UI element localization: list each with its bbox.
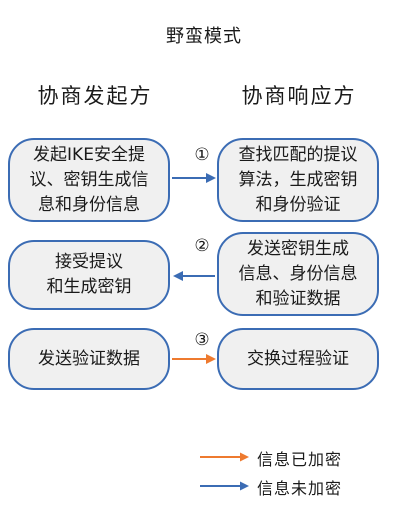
responder-header: 协商响应方 <box>241 84 357 108</box>
step-2-arrow <box>173 271 215 281</box>
step-3-number: ③ <box>194 330 210 350</box>
diagram-title: 野蛮模式 <box>166 26 242 47</box>
step-1-initiator-box: 发起IKE安全提 议、密钥生成信 息和身份信息 <box>8 138 170 222</box>
step-2-responder-box: 发送密钥生成 信息、身份信息 和验证数据 <box>217 232 379 316</box>
legend-unencrypted-arrow <box>200 481 249 491</box>
legend-unencrypted-label: 信息未加密 <box>257 479 343 498</box>
initiator-header: 协商发起方 <box>37 84 153 108</box>
step-2-initiator-box: 接受提议 和生成密钥 <box>8 240 170 310</box>
step-1-responder-box: 查找匹配的提议 算法，生成密钥 和身份验证 <box>217 138 379 222</box>
step-3-arrow <box>172 354 216 364</box>
step-2-number: ② <box>194 236 210 256</box>
legend-encrypted-arrow <box>200 452 249 462</box>
legend-encrypted-label: 信息已加密 <box>257 450 343 469</box>
step-1-number: ① <box>194 145 210 165</box>
step-3-responder-box: 交换过程验证 <box>217 328 379 390</box>
step-3-initiator-box: 发送验证数据 <box>8 328 170 390</box>
step-1-arrow <box>172 173 216 183</box>
